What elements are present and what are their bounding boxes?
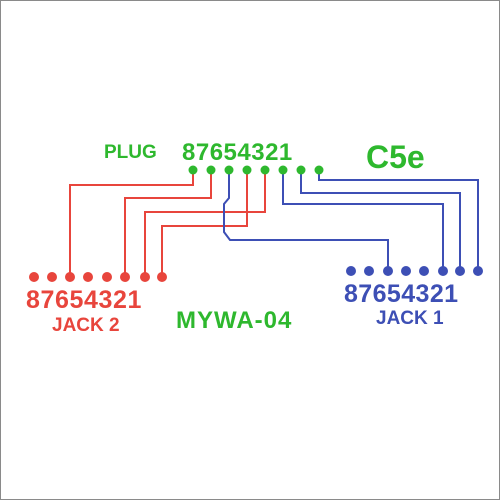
jack1-pin-dots (346, 266, 483, 276)
jack1-wires (223, 170, 479, 271)
plug-pin-numbers: 87654321 (182, 139, 293, 166)
jack1-label: JACK 1 (376, 308, 444, 329)
jack2-pin-8 (29, 272, 39, 282)
cable-type-label: C5e (366, 139, 425, 175)
jack2-pin-6 (65, 272, 75, 282)
plug-pin-dots (188, 165, 324, 175)
model-label: MYWA-04 (176, 307, 292, 334)
jack2-pin-numbers: 87654321 (26, 286, 142, 314)
jack1-pin-2 (455, 266, 465, 276)
plug-label: PLUG (104, 142, 157, 163)
jack1-pin-1 (473, 266, 483, 276)
wire-plug7-jack2-pin4 (124, 170, 212, 275)
jack1-pin-5 (401, 266, 411, 276)
jack2-pin-4 (102, 272, 112, 282)
plug-pin-3 (278, 165, 288, 175)
jack1-pin-6 (383, 266, 393, 276)
wire-plug8-jack2-pin8 (69, 170, 194, 275)
jack2-pin-3 (120, 272, 130, 282)
jack1-pin-8 (346, 266, 356, 276)
jack2-pin-7 (47, 272, 57, 282)
jack1-pin-numbers: 87654321 (344, 280, 458, 308)
jack1-pin-4 (419, 266, 429, 276)
jack1-pin-3 (438, 266, 448, 276)
wire-plug1-jack1-pin1 (318, 170, 479, 271)
jack2-pin-dots (29, 272, 167, 282)
jack1-pin-7 (364, 266, 374, 276)
plug-pin-2 (296, 165, 306, 175)
plug-pin-7 (206, 165, 216, 175)
jack2-pin-2 (140, 272, 150, 282)
plug-pin-8 (188, 165, 198, 175)
wire-plug2-jack1-pin2 (300, 170, 461, 271)
jack2-wires (69, 170, 266, 275)
plug-pin-1 (314, 165, 324, 175)
jack2-pin-5 (83, 272, 93, 282)
wire-plug5-jack2-pin1 (161, 170, 248, 275)
plug-pin-5 (242, 165, 252, 175)
wire-plug4-jack2-pin3 (144, 170, 266, 275)
plug-pin-6 (224, 165, 234, 175)
plug-pin-4 (260, 165, 270, 175)
wire-plug3-jack1-pin4 (282, 170, 444, 271)
wire-plug6-jack1-pin5 (223, 170, 389, 271)
jack2-pin-1 (157, 272, 167, 282)
jack2-label: JACK 2 (52, 315, 120, 336)
